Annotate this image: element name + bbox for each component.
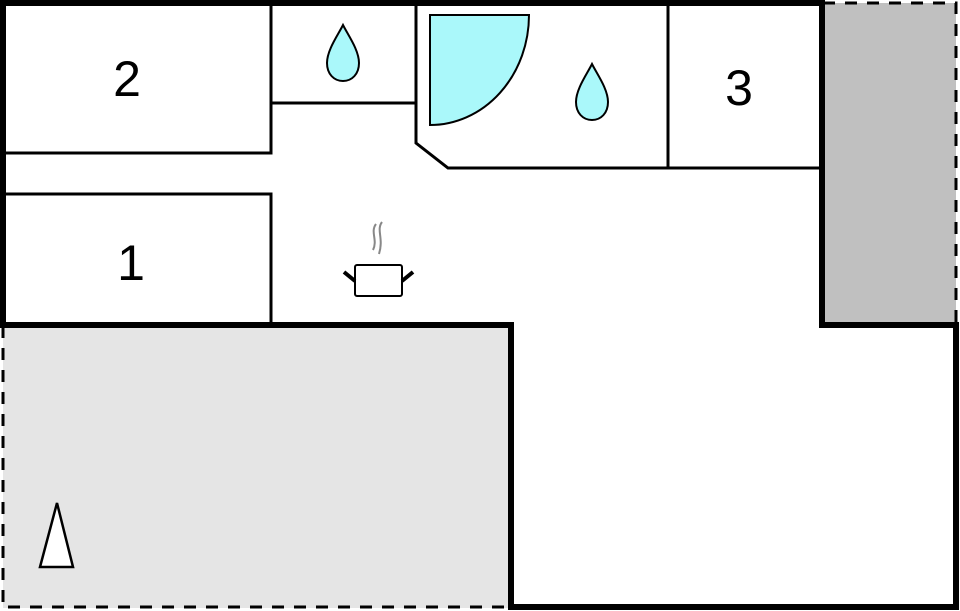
cooking-pot-icon xyxy=(342,221,415,297)
terrace-area xyxy=(1,326,509,609)
room-label-2: 2 xyxy=(113,51,141,107)
room-label-1: 1 xyxy=(117,235,145,291)
water-drop-icon xyxy=(574,61,610,122)
water-drop-icon xyxy=(325,22,361,83)
room-label-3: 3 xyxy=(725,60,753,116)
north-arrow-icon xyxy=(38,502,75,569)
annex-area xyxy=(823,1,958,323)
interior-walls xyxy=(3,3,822,325)
shower-icon xyxy=(429,14,531,127)
